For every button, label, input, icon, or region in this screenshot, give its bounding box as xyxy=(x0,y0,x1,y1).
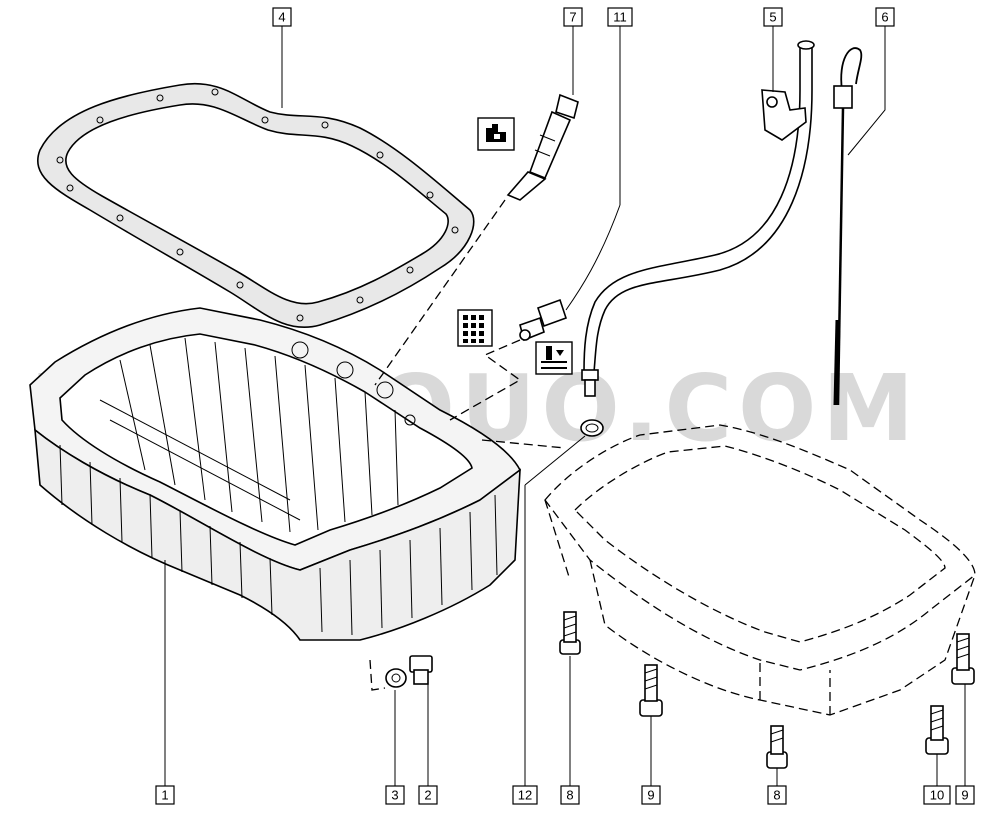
callout-6: 6 xyxy=(875,7,895,27)
oil-dipstick xyxy=(833,47,863,406)
callout-8: 8 xyxy=(560,785,580,805)
svg-text:2: 2 xyxy=(424,788,431,803)
svg-text:10: 10 xyxy=(930,788,944,803)
callout-7: 7 xyxy=(563,7,583,27)
callout-10: 10 xyxy=(923,785,951,805)
svg-text:8: 8 xyxy=(566,788,573,803)
alternate-oil-sump xyxy=(544,424,976,716)
bolt xyxy=(951,633,975,685)
callout-9: 9 xyxy=(641,785,661,805)
callout-12: 12 xyxy=(512,785,538,805)
callout-5: 5 xyxy=(763,7,783,27)
svg-text:11: 11 xyxy=(613,10,627,25)
callout-4: 4 xyxy=(272,7,292,27)
callout-1: 1 xyxy=(155,785,175,805)
tube-bracket xyxy=(761,89,807,141)
callout-8: 8 xyxy=(767,785,787,805)
callout-2: 2 xyxy=(418,785,438,805)
oil-level-sensor-icon xyxy=(535,341,573,375)
oil-level-sensor xyxy=(519,298,568,342)
svg-text:12: 12 xyxy=(518,788,532,803)
callout-9: 9 xyxy=(955,785,975,805)
leader-lines xyxy=(164,26,966,786)
o-ring xyxy=(580,419,604,437)
sump-gasket xyxy=(37,82,475,329)
bolt xyxy=(559,611,581,655)
oil-pressure-sensor-icon xyxy=(477,117,515,151)
svg-text:8: 8 xyxy=(773,788,780,803)
oil-sump xyxy=(29,307,522,641)
callout-11: 11 xyxy=(607,7,633,27)
callout-3: 3 xyxy=(385,785,405,805)
bolt xyxy=(639,664,663,717)
svg-text:7: 7 xyxy=(569,10,576,25)
svg-text:1: 1 xyxy=(161,788,168,803)
bolt xyxy=(766,725,788,769)
svg-text:9: 9 xyxy=(647,788,654,803)
oil-level-grid-icon xyxy=(457,309,493,347)
oil-dipstick-tube xyxy=(581,40,815,397)
drain-washer xyxy=(385,668,407,688)
oil-pressure-switch xyxy=(506,93,579,201)
svg-text:5: 5 xyxy=(769,10,776,25)
svg-text:3: 3 xyxy=(391,788,398,803)
drain-plug xyxy=(409,655,433,685)
svg-text:4: 4 xyxy=(278,10,285,25)
bolt xyxy=(925,705,949,755)
svg-text:6: 6 xyxy=(881,10,888,25)
svg-text:9: 9 xyxy=(961,788,968,803)
